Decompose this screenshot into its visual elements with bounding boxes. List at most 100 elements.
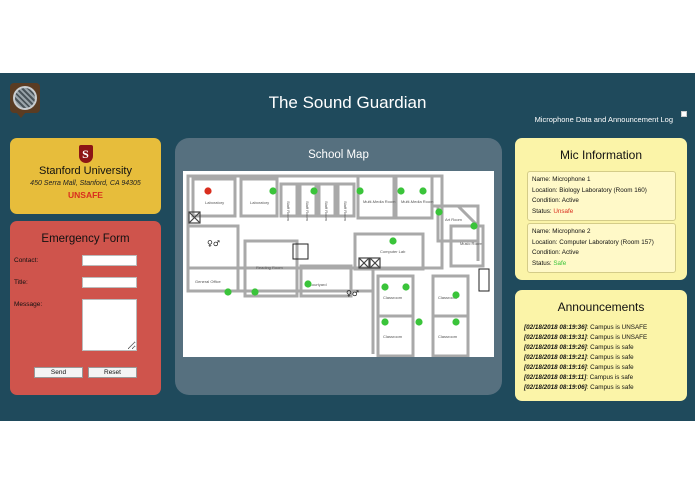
- mic-marker-unsafe[interactable]: [204, 187, 212, 195]
- room-label: Computer Lab: [380, 249, 406, 254]
- announcement-time: [02/18/2018 08:19:26]: [524, 344, 587, 351]
- room-label: Multi-Media Room: [363, 199, 396, 204]
- mic-marker-safe[interactable]: [251, 288, 259, 296]
- mic-name: Name: Microphone 1: [532, 176, 591, 183]
- room-label: Courtyard: [309, 282, 327, 287]
- announcement-item: [02/18/2018 08:19:16]: Campus is safe: [524, 363, 647, 373]
- mic-marker-safe[interactable]: [356, 187, 364, 195]
- svg-text:♀♂: ♀♂: [346, 289, 359, 298]
- sound-guardian-logo: [10, 83, 40, 118]
- contact-label: Contact:: [14, 257, 39, 264]
- mic-marker-safe[interactable]: [269, 187, 277, 195]
- announcement-time: [02/18/2018 08:19:21]: [524, 354, 587, 361]
- announcement-text: : Campus is safe: [586, 374, 634, 381]
- mic-marker-safe[interactable]: [304, 280, 312, 288]
- mic-marker-safe[interactable]: [452, 291, 460, 299]
- room-label: Classroom: [383, 295, 403, 300]
- school-map-title: School Map: [308, 149, 369, 161]
- mic-status-label: Status:: [532, 207, 554, 215]
- room-label: Classroom: [438, 295, 458, 300]
- room-label: Reading Room: [256, 265, 283, 270]
- room-label: Classroom: [438, 334, 458, 339]
- mic-marker-safe[interactable]: [224, 288, 232, 296]
- mic-location: Location: Computer Laboratory (Room 157): [532, 238, 654, 246]
- mic-marker-safe[interactable]: [389, 237, 397, 245]
- mic-card: Name: Microphone 1 Location: Biology Lab…: [527, 171, 676, 221]
- mic-marker-safe[interactable]: [397, 187, 405, 195]
- announcement-text: : Campus is safe: [586, 364, 634, 371]
- school-status: UNSAFE: [68, 190, 103, 200]
- announcement-time: [02/18/2018 08:19:31]: [524, 334, 587, 341]
- message-textarea[interactable]: [82, 299, 137, 351]
- mic-condition: Condition: Active: [532, 249, 579, 256]
- mic-marker-safe[interactable]: [419, 187, 427, 195]
- room-label: Staff Room: [343, 201, 348, 222]
- room-label: Laboratory: [205, 200, 224, 205]
- announcement-item: [02/18/2018 08:19:11]: Campus is safe: [524, 373, 647, 383]
- room-label: Art Room: [445, 217, 463, 222]
- room-label: Laboratory: [250, 200, 269, 205]
- app-root: The Sound Guardian Microphone Data and A…: [0, 73, 695, 421]
- stanford-crest-icon: S: [78, 145, 93, 163]
- school-name: Stanford University: [39, 165, 132, 177]
- room-label: Staff Room: [286, 201, 291, 222]
- mic-status: Unsafe: [553, 207, 574, 215]
- mic-marker-safe[interactable]: [435, 208, 443, 216]
- mic-marker-safe[interactable]: [310, 187, 318, 195]
- announcement-item: [02/18/2018 08:19:06]: Campus is safe: [524, 383, 647, 393]
- mic-marker-safe[interactable]: [402, 283, 410, 291]
- school-map-panel: School Map: [175, 138, 502, 395]
- mic-marker-safe[interactable]: [381, 283, 389, 291]
- microphone-icon: [13, 86, 37, 110]
- mic-status: Safe: [553, 259, 567, 267]
- announcement-text: : Campus is UNSAFE: [586, 334, 648, 341]
- announcements-title: Announcements: [557, 300, 645, 314]
- title-input[interactable]: [82, 277, 137, 288]
- announcement-item: [02/18/2018 08:19:36]: Campus is UNSAFE: [524, 323, 647, 333]
- announcement-text: : Campus is safe: [586, 354, 634, 361]
- mic-information-title: Mic Information: [559, 148, 643, 162]
- mic-card: Name: Microphone 2 Location: Computer La…: [527, 223, 676, 273]
- mic-location: Location: Biology Laboratory (Room 160): [532, 186, 647, 194]
- mic-list[interactable]: Name: Microphone 1 Location: Biology Lab…: [515, 138, 687, 276]
- announcements-panel: Announcements [02/18/2018 08:19:36]: Cam…: [515, 290, 687, 401]
- room-label: Classroom: [383, 334, 403, 339]
- room-label: Music Room: [460, 241, 483, 246]
- mic-marker-safe[interactable]: [415, 318, 423, 326]
- announcement-item: [02/18/2018 08:19:21]: Campus is safe: [524, 353, 647, 363]
- emergency-form-title: Emergency Form: [41, 233, 130, 245]
- app-title: The Sound Guardian: [268, 93, 427, 112]
- announcement-item: [02/18/2018 08:19:26]: Campus is safe: [524, 343, 647, 353]
- mic-status-label: Status:: [532, 259, 554, 267]
- message-label: Message:: [14, 301, 43, 308]
- announcement-text: : Campus is safe: [586, 384, 634, 391]
- mic-condition: Condition: Active: [532, 197, 579, 204]
- mic-marker-safe[interactable]: [470, 222, 478, 230]
- room-label: General Office: [195, 279, 221, 284]
- announcement-item: [02/18/2018 08:19:31]: Campus is UNSAFE: [524, 333, 647, 343]
- announcement-time: [02/18/2018 08:19:06]: [524, 384, 587, 391]
- mic-marker-safe[interactable]: [381, 318, 389, 326]
- announcement-text: : Campus is UNSAFE: [586, 324, 648, 331]
- title-label: Title:: [14, 279, 28, 286]
- mic-name: Name: Microphone 2: [532, 228, 591, 235]
- mic-marker-safe[interactable]: [452, 318, 460, 326]
- announcement-time: [02/18/2018 08:19:11]: [524, 374, 587, 381]
- log-link[interactable]: Microphone Data and Announcement Log: [534, 115, 673, 124]
- announcement-time: [02/18/2018 08:19:16]: [524, 364, 587, 371]
- room-label: Staff Room: [324, 201, 329, 222]
- announcement-list: [02/18/2018 08:19:36]: Campus is UNSAFE …: [524, 323, 647, 393]
- log-checkbox[interactable]: [681, 111, 687, 117]
- announcement-text: : Campus is safe: [586, 344, 634, 351]
- room-label: Multi-Media Room: [401, 199, 434, 204]
- reset-button[interactable]: Reset: [88, 367, 137, 378]
- mic-information-panel: Mic Information Name: Microphone 1 Locat…: [515, 138, 687, 280]
- school-address: 450 Serra Mall, Stanford, CA 94305: [30, 180, 141, 187]
- contact-input[interactable]: [82, 255, 137, 266]
- school-info-panel: S Stanford University 450 Serra Mall, St…: [10, 138, 161, 214]
- send-button[interactable]: Send: [34, 367, 83, 378]
- announcement-time: [02/18/2018 08:19:36]: [524, 324, 587, 331]
- room-label: Staff Room: [305, 201, 310, 222]
